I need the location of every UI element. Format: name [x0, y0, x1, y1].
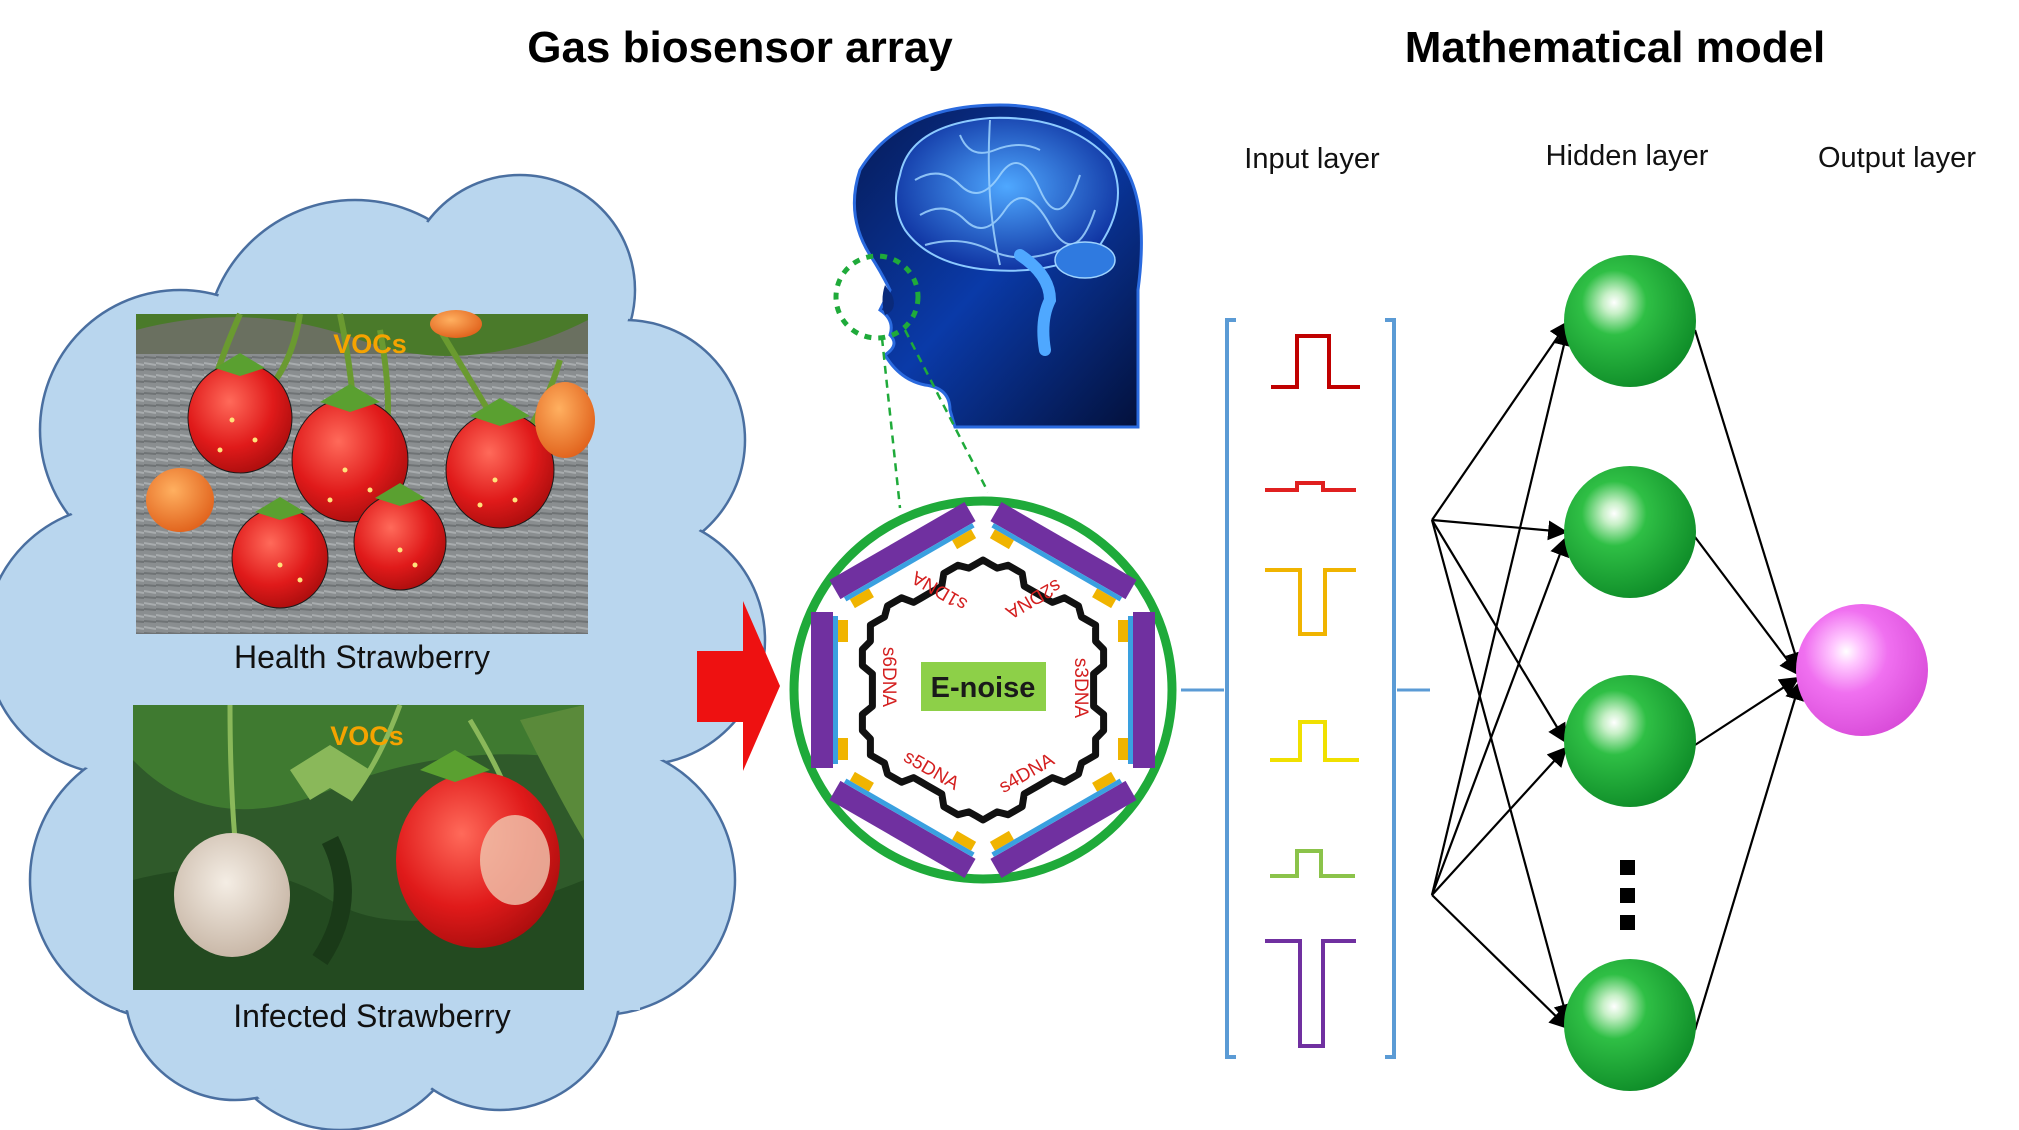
- human-head-brain-illustration: [852, 103, 1143, 429]
- hidden-node-1: [1564, 255, 1696, 387]
- ellipsis-dots: [1620, 860, 1635, 930]
- output-layer-label: Output layer: [1818, 142, 1976, 174]
- healthy-strawberry-photo: [136, 310, 595, 634]
- hidden-layer-label: Hidden layer: [1546, 140, 1709, 172]
- signal-pulse-3: [1265, 568, 1356, 636]
- sensor-segment: [1118, 612, 1155, 768]
- sensor-segment: [989, 771, 1137, 878]
- hidden-node-2: [1564, 466, 1696, 598]
- sensor-segment: [989, 502, 1137, 609]
- signal-pulse-2: [1265, 481, 1356, 492]
- dna-label-s3: s3DNA: [1070, 658, 1091, 719]
- input-layer-label: Input layer: [1244, 143, 1380, 175]
- vocs-label-infected: VOCs: [330, 721, 404, 751]
- infected-strawberry-photo: [133, 704, 584, 990]
- sensor-segment: [829, 502, 977, 609]
- sensor-segment: [829, 771, 977, 878]
- output-node: [1796, 604, 1928, 736]
- enoise-label: E-noise: [931, 672, 1036, 704]
- sensor-array: E-noise s1DNA s2DNA s3DNA s4DNA s5DNA s6…: [789, 496, 1177, 884]
- dashed-connector-right: [903, 329, 990, 493]
- healthy-strawberry-caption: Health Strawberry: [234, 639, 490, 675]
- title-gas-biosensor-array: Gas biosensor array: [527, 23, 953, 72]
- nose-highlight-circle: [833, 253, 921, 341]
- dashed-connector-left: [880, 337, 902, 509]
- infected-strawberry-caption: Infected Strawberry: [233, 998, 510, 1034]
- vocs-label-healthy: VOCs: [333, 329, 407, 359]
- signal-pulse-1: [1271, 334, 1360, 389]
- title-mathematical-model: Mathematical model: [1405, 23, 1826, 72]
- enoise-box: [921, 662, 1046, 711]
- network-edges: [1430, 320, 1805, 1031]
- input-bracket-left: [1225, 318, 1236, 1059]
- dna-label-s6: s6DNA: [878, 647, 899, 708]
- hidden-node-3: [1564, 675, 1696, 807]
- signal-pulse-6: [1265, 939, 1356, 1048]
- hidden-node-4: [1564, 959, 1696, 1091]
- sensor-segment: [811, 612, 848, 768]
- input-bracket-right: [1385, 318, 1396, 1059]
- red-arrow-icon: [697, 601, 780, 771]
- signal-pulse-5: [1270, 849, 1355, 878]
- signal-pulse-4: [1270, 720, 1359, 762]
